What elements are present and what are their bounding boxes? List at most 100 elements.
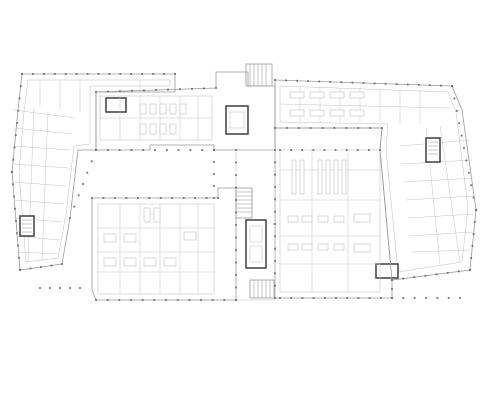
structural-column [213,197,215,199]
structural-column [153,299,156,301]
structural-column [334,149,337,151]
structural-column [391,297,393,299]
structural-column [95,149,97,151]
structural-column [19,85,22,88]
structural-column [235,274,237,276]
structural-column [235,199,237,201]
structural-column [205,197,208,199]
structural-column [130,73,133,75]
structural-column [159,197,162,199]
structural-column [82,183,84,185]
structural-column [290,297,293,299]
structural-column [297,127,300,129]
structural-column [285,127,288,129]
structural-column [39,287,41,289]
structural-column [118,299,121,301]
structural-column [42,73,45,75]
structural-column [362,82,365,84]
structural-column [274,186,276,188]
structural-column [118,149,121,151]
stair-central [235,187,253,219]
structural-column [19,269,21,271]
structural-column [274,284,276,287]
structural-column [64,73,67,75]
structural-column [335,297,337,299]
structural-column [368,297,371,299]
structural-column [333,127,336,129]
structural-column [329,80,332,83]
structural-column [165,149,168,151]
structural-column [447,297,450,299]
structural-column [345,149,348,151]
structural-column [301,149,304,151]
structural-column [274,79,276,81]
structural-column [213,173,215,175]
structural-column [182,197,185,199]
structural-column [95,299,97,301]
structural-column [235,249,237,251]
structural-column [235,236,237,239]
structural-column [90,160,93,163]
structural-column [119,90,121,93]
structural-column [274,210,276,213]
structural-column [323,149,326,151]
structural-column [53,73,56,75]
structural-column [213,161,215,163]
structural-column [417,83,420,86]
structural-column [131,89,133,92]
structural-column [119,73,122,75]
structural-column [177,149,180,151]
structural-column [235,186,237,189]
structural-column [296,79,299,82]
structural-column [274,173,276,176]
structural-column [174,73,176,75]
structural-column [201,149,204,151]
structural-column [356,149,359,151]
structural-column [223,299,226,301]
structural-column [142,149,145,151]
structural-column [391,288,393,290]
structural-column [130,149,133,151]
structural-column [14,134,17,137]
structural-column [61,263,63,265]
lift-core-north [225,105,249,135]
structural-column [318,80,321,83]
structural-column [141,299,144,301]
structural-column [114,197,116,199]
structural-column [154,149,156,151]
structural-column [136,197,139,199]
structural-column [274,297,276,299]
structural-column [130,299,132,301]
structural-column [143,89,145,92]
structural-column [97,73,100,75]
southwest-block [91,187,237,301]
structural-column [457,270,460,273]
structural-column [167,88,169,91]
structural-column [176,299,179,301]
structural-column [340,81,343,84]
structural-column [235,224,237,226]
structural-column [179,88,181,91]
structural-column [152,73,155,75]
structural-column [75,73,78,75]
structural-column [459,297,461,299]
structural-column [274,272,276,275]
structural-column [21,73,23,75]
structural-column [470,257,473,259]
desk-row-north [139,103,187,135]
structural-column [11,171,13,173]
structural-column [91,197,93,199]
structural-column [200,299,202,301]
structural-column [357,297,360,299]
structural-column [435,273,438,276]
stair-core-southeast [375,263,399,279]
structural-column [440,84,442,87]
structural-column [312,297,315,299]
structural-column [290,149,293,151]
structural-column [235,174,237,176]
structural-column [309,127,312,129]
structural-column [469,269,471,271]
structural-column [141,73,144,75]
structural-column [279,149,281,151]
structural-column [106,299,109,301]
